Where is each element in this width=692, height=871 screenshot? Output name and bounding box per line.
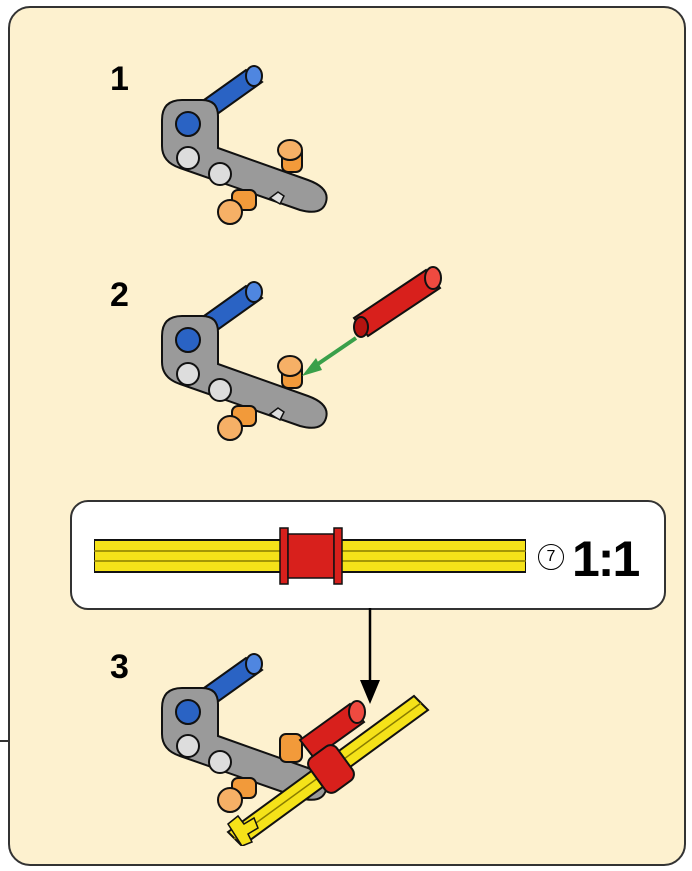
orange-bush-lower [217, 405, 257, 441]
parts-callout: 7 1:1 [70, 500, 666, 610]
orange-bush-upper [277, 355, 303, 389]
axle-with-bush-illustration [94, 527, 526, 585]
quantity-badge: 7 [538, 544, 564, 570]
scale-label: 1:1 [572, 531, 640, 587]
step-2-number: 2 [110, 276, 129, 314]
orange-bush-lower [217, 189, 257, 225]
step-3-illustration [161, 653, 430, 846]
step-1-illustration [161, 65, 328, 225]
green-insert-arrow [302, 336, 358, 376]
step-3-number: 3 [110, 648, 129, 686]
orange-bush-upper [277, 139, 303, 173]
step-1-number: 1 [110, 60, 129, 98]
step-2-illustration [161, 266, 442, 441]
page-edge-line [0, 740, 10, 742]
red-pin [352, 266, 442, 338]
gray-liftarm [161, 315, 328, 429]
red-bush [279, 527, 343, 585]
orange-bush-upper [279, 733, 303, 763]
orange-bush-lower [217, 777, 257, 813]
gray-liftarm [161, 687, 328, 801]
down-arrow [360, 608, 380, 704]
instruction-page: 1 2 [8, 6, 686, 866]
red-pin [298, 700, 366, 760]
red-bush [307, 744, 355, 794]
gray-liftarm [161, 99, 328, 213]
